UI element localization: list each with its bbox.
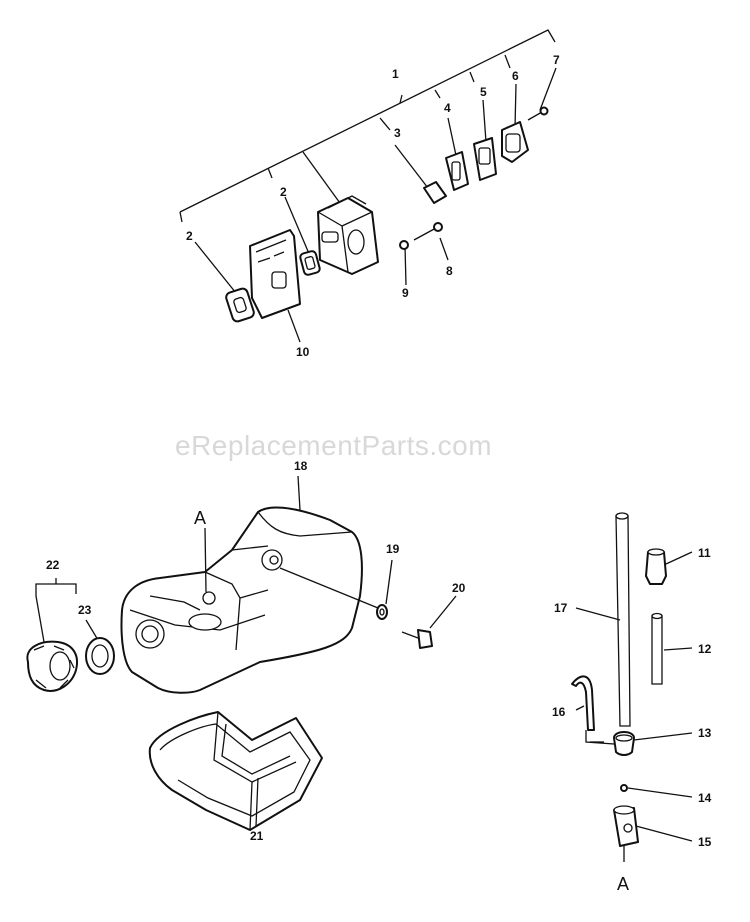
label-2-middle: 2 — [280, 185, 287, 199]
label-13: 13 — [698, 726, 712, 740]
label-21: 21 — [250, 829, 264, 843]
cover-6 — [501, 121, 529, 163]
label-16: 16 — [552, 705, 566, 719]
label-7: 7 — [553, 53, 560, 67]
label-11: 11 — [698, 546, 711, 560]
screw-7 — [527, 106, 549, 121]
label-8: 8 — [446, 264, 453, 278]
ref-a-bottom: A — [617, 874, 629, 894]
gasket-2-left — [225, 287, 255, 323]
label-2-left: 2 — [186, 229, 193, 243]
bolt-20 — [401, 629, 433, 649]
label-12: 12 — [698, 642, 712, 656]
plate-3 — [423, 181, 447, 204]
watermark: eReplacementParts.com — [175, 430, 492, 461]
fuel-line-assembly — [571, 512, 667, 847]
label-10: 10 — [296, 345, 310, 359]
muffler-assembly-callout-bracket — [179, 29, 556, 223]
gasket-2-middle — [299, 250, 321, 276]
label-15: 15 — [698, 835, 712, 849]
label-17: 17 — [554, 601, 568, 615]
heat-shield-10 — [249, 229, 301, 319]
screen-5 — [473, 137, 497, 181]
label-1: 1 — [392, 67, 399, 81]
label-20: 20 — [452, 581, 466, 595]
label-19: 19 — [386, 542, 400, 556]
label-6: 6 — [512, 69, 519, 83]
bolt-8 — [413, 222, 443, 241]
label-3: 3 — [394, 126, 401, 140]
washer-9 — [399, 240, 409, 250]
tank-guard-21 — [148, 711, 323, 831]
label-9: 9 — [402, 286, 409, 300]
fuel-line-leader-lines — [575, 551, 693, 862]
ref-a-top: A — [194, 508, 206, 528]
cap-gasket-23 — [85, 637, 115, 675]
label-14: 14 — [698, 791, 712, 805]
fuel-tank-18 — [120, 506, 363, 694]
label-4: 4 — [444, 101, 451, 115]
fuel-cap-22 — [26, 640, 78, 692]
label-22: 22 — [46, 558, 60, 572]
washer-19 — [376, 604, 388, 620]
muffler-leader-lines — [194, 67, 557, 343]
muffler-body — [317, 195, 379, 275]
label-18: 18 — [294, 459, 308, 473]
label-5: 5 — [480, 85, 487, 99]
gasket-4 — [445, 151, 469, 191]
label-23: 23 — [78, 603, 92, 617]
